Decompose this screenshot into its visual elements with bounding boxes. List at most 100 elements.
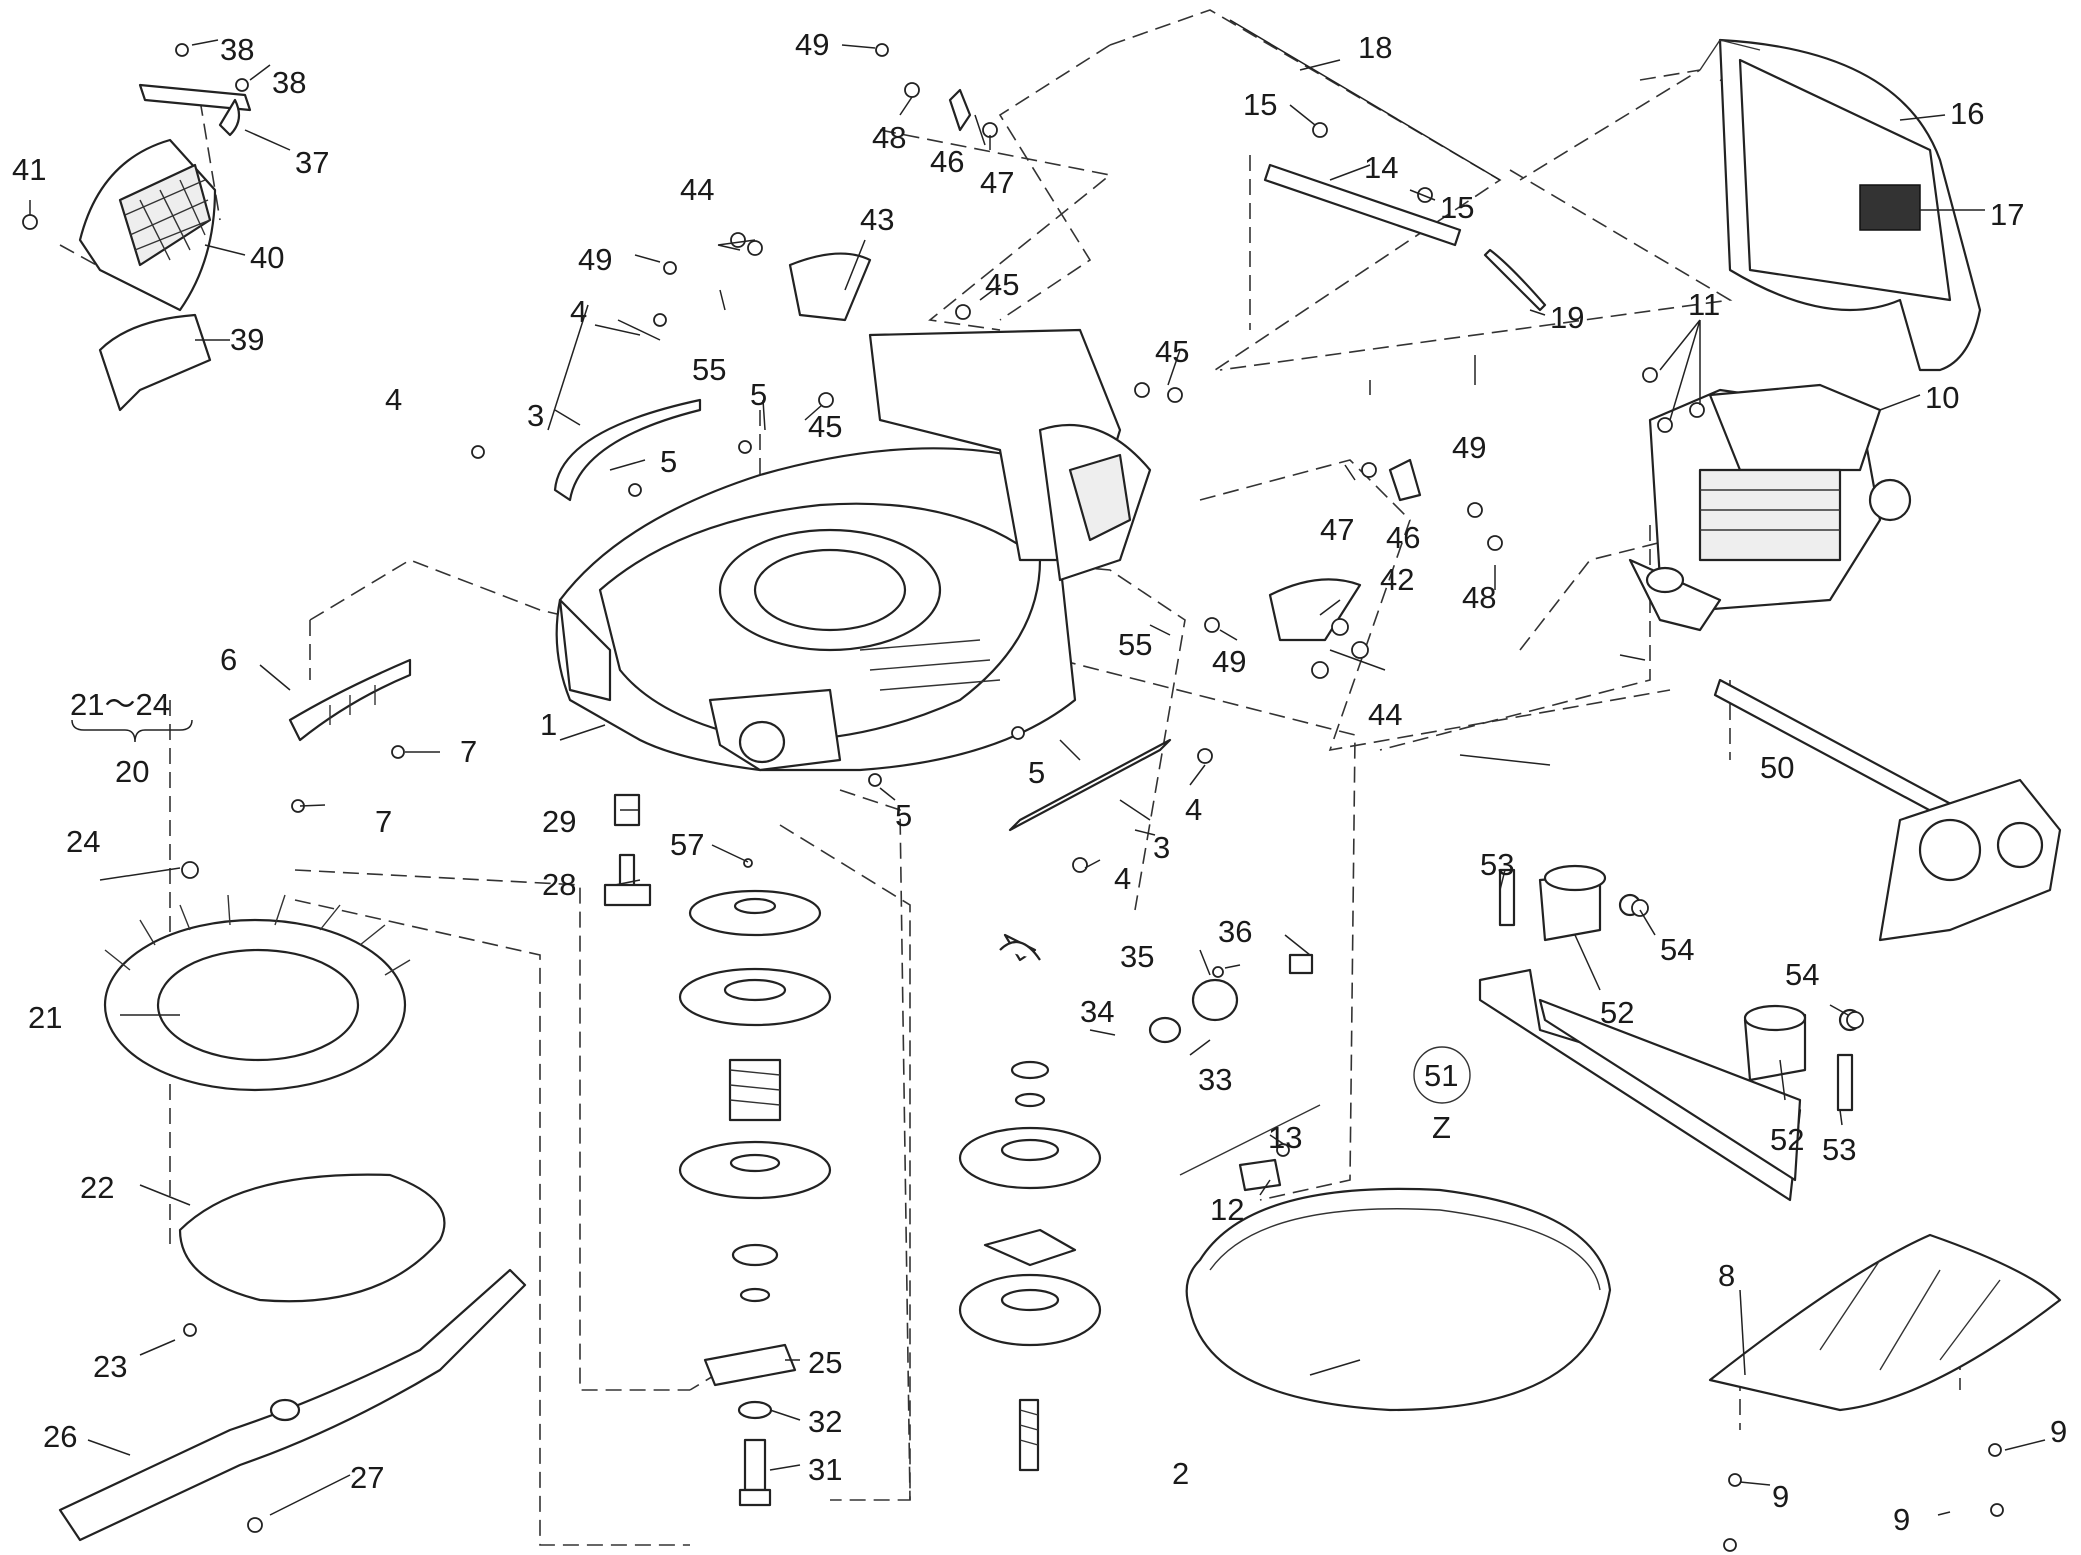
callout-23: 23	[93, 1349, 127, 1384]
callout-4: 4	[1114, 861, 1131, 896]
callout-16: 16	[1950, 96, 1984, 131]
callout-49: 49	[1452, 430, 1486, 465]
callout-52: 52	[1770, 1122, 1804, 1157]
callout-14: 14	[1364, 150, 1398, 185]
callout-9: 9	[1893, 1502, 1910, 1537]
rear-flap-bar	[1478, 864, 1862, 1202]
callout-5: 5	[895, 798, 912, 833]
callout-34: 34	[1080, 994, 1114, 1029]
blade-clutch-stack	[678, 889, 832, 1507]
callout-18: 18	[1358, 30, 1392, 65]
callout-6: 6	[220, 642, 237, 677]
callout-49: 49	[795, 27, 829, 62]
callout-31: 31	[808, 1452, 842, 1487]
callout-53: 53	[1822, 1132, 1856, 1167]
callout-25: 25	[808, 1345, 842, 1380]
callout-32: 32	[808, 1404, 842, 1439]
callout-44: 44	[680, 172, 714, 207]
callout-48: 48	[872, 120, 906, 155]
baffle-part-6	[288, 658, 412, 742]
callout-53: 53	[1480, 847, 1514, 882]
callout-33: 33	[1198, 1062, 1232, 1097]
callout-45: 45	[808, 409, 842, 444]
callout-7: 7	[375, 804, 392, 839]
callout-5: 5	[660, 444, 677, 479]
side-plates	[553, 398, 1172, 832]
callout-51-circle	[1413, 1046, 1471, 1104]
cooling-fan	[103, 894, 411, 1092]
callout-7: 7	[460, 734, 477, 769]
engine	[1628, 383, 1912, 632]
callout-26: 26	[43, 1419, 77, 1454]
callout-48: 48	[1462, 580, 1496, 615]
hardware-parts	[603, 19, 1547, 1192]
mulching-skirt	[1185, 1187, 1612, 1412]
rear-axle	[1713, 678, 2062, 942]
callout-17: 17	[1990, 197, 2024, 232]
callout-38: 38	[220, 32, 254, 67]
callout-47: 47	[980, 165, 1014, 200]
callout-9: 9	[2050, 1414, 2067, 1449]
callout-47: 47	[1320, 512, 1354, 547]
grass-bag-frame	[1699, 38, 1982, 372]
callout-39: 39	[230, 322, 264, 357]
callout-labels: 1 2 3 3 4 4 4 4 5 5 5 5 6 7 7 8 9 9 9 10…	[12, 27, 2067, 1537]
leader-lines	[29, 39, 2046, 1516]
callout-42: 42	[1380, 562, 1414, 597]
callout-27: 27	[350, 1460, 384, 1495]
callout-11: 11	[1688, 287, 1720, 322]
mower-deck	[555, 328, 1152, 772]
callout-41: 41	[12, 152, 46, 187]
callout-46: 46	[930, 144, 964, 179]
callout-28: 28	[542, 867, 576, 902]
callout-8: 8	[1718, 1258, 1735, 1293]
callout-43: 43	[860, 202, 894, 237]
callout-15: 15	[1440, 190, 1474, 225]
plate-22	[178, 1173, 446, 1303]
callout-21: 21	[28, 1000, 62, 1035]
cutting-blade	[58, 1268, 527, 1542]
callout-55: 55	[1118, 627, 1152, 662]
callout-45: 45	[985, 267, 1019, 302]
callout-51-z: Z	[1432, 1110, 1451, 1145]
callout-3: 3	[527, 398, 544, 433]
callout-9: 9	[1772, 1479, 1789, 1514]
mulch-plug	[1708, 1233, 2062, 1412]
callout-12: 12	[1210, 1192, 1244, 1227]
callout-46: 46	[1386, 520, 1420, 555]
callout-49: 49	[578, 242, 612, 277]
callout-24: 24	[66, 824, 100, 859]
callout-13: 13	[1268, 1120, 1302, 1155]
callout-54: 54	[1785, 957, 1819, 992]
callout-5: 5	[750, 377, 767, 412]
callout-57: 57	[670, 827, 704, 862]
fastener-marks	[22, 43, 2004, 1552]
callout-29: 29	[542, 804, 576, 839]
callout-44: 44	[1368, 697, 1402, 732]
callout-38: 38	[272, 65, 306, 100]
callout-52: 52	[1600, 995, 1634, 1030]
callout-4: 4	[385, 382, 402, 417]
callout-49: 49	[1212, 644, 1246, 679]
callout-21-24: 21～24	[70, 687, 170, 722]
callout-55: 55	[692, 352, 726, 387]
callout-22: 22	[80, 1170, 114, 1205]
callout-3: 3	[1153, 830, 1170, 865]
rear-deflector-assembly	[78, 83, 252, 412]
callout-54: 54	[1660, 932, 1694, 967]
callout-2: 2	[1172, 1456, 1189, 1491]
callout-40: 40	[250, 240, 284, 275]
callout-10: 10	[1925, 380, 1959, 415]
callout-5: 5	[1028, 755, 1045, 790]
callout-1: 1	[540, 707, 557, 742]
callout-50: 50	[1760, 750, 1794, 785]
callout-51: 51	[1424, 1058, 1458, 1093]
callout-4: 4	[1185, 792, 1202, 827]
brake-clutch-stack	[958, 933, 1102, 1472]
callout-20: 20	[115, 754, 149, 789]
callout-35: 35	[1120, 939, 1154, 974]
callout-45: 45	[1155, 334, 1189, 369]
callout-19: 19	[1550, 300, 1584, 335]
callout-36: 36	[1218, 914, 1252, 949]
